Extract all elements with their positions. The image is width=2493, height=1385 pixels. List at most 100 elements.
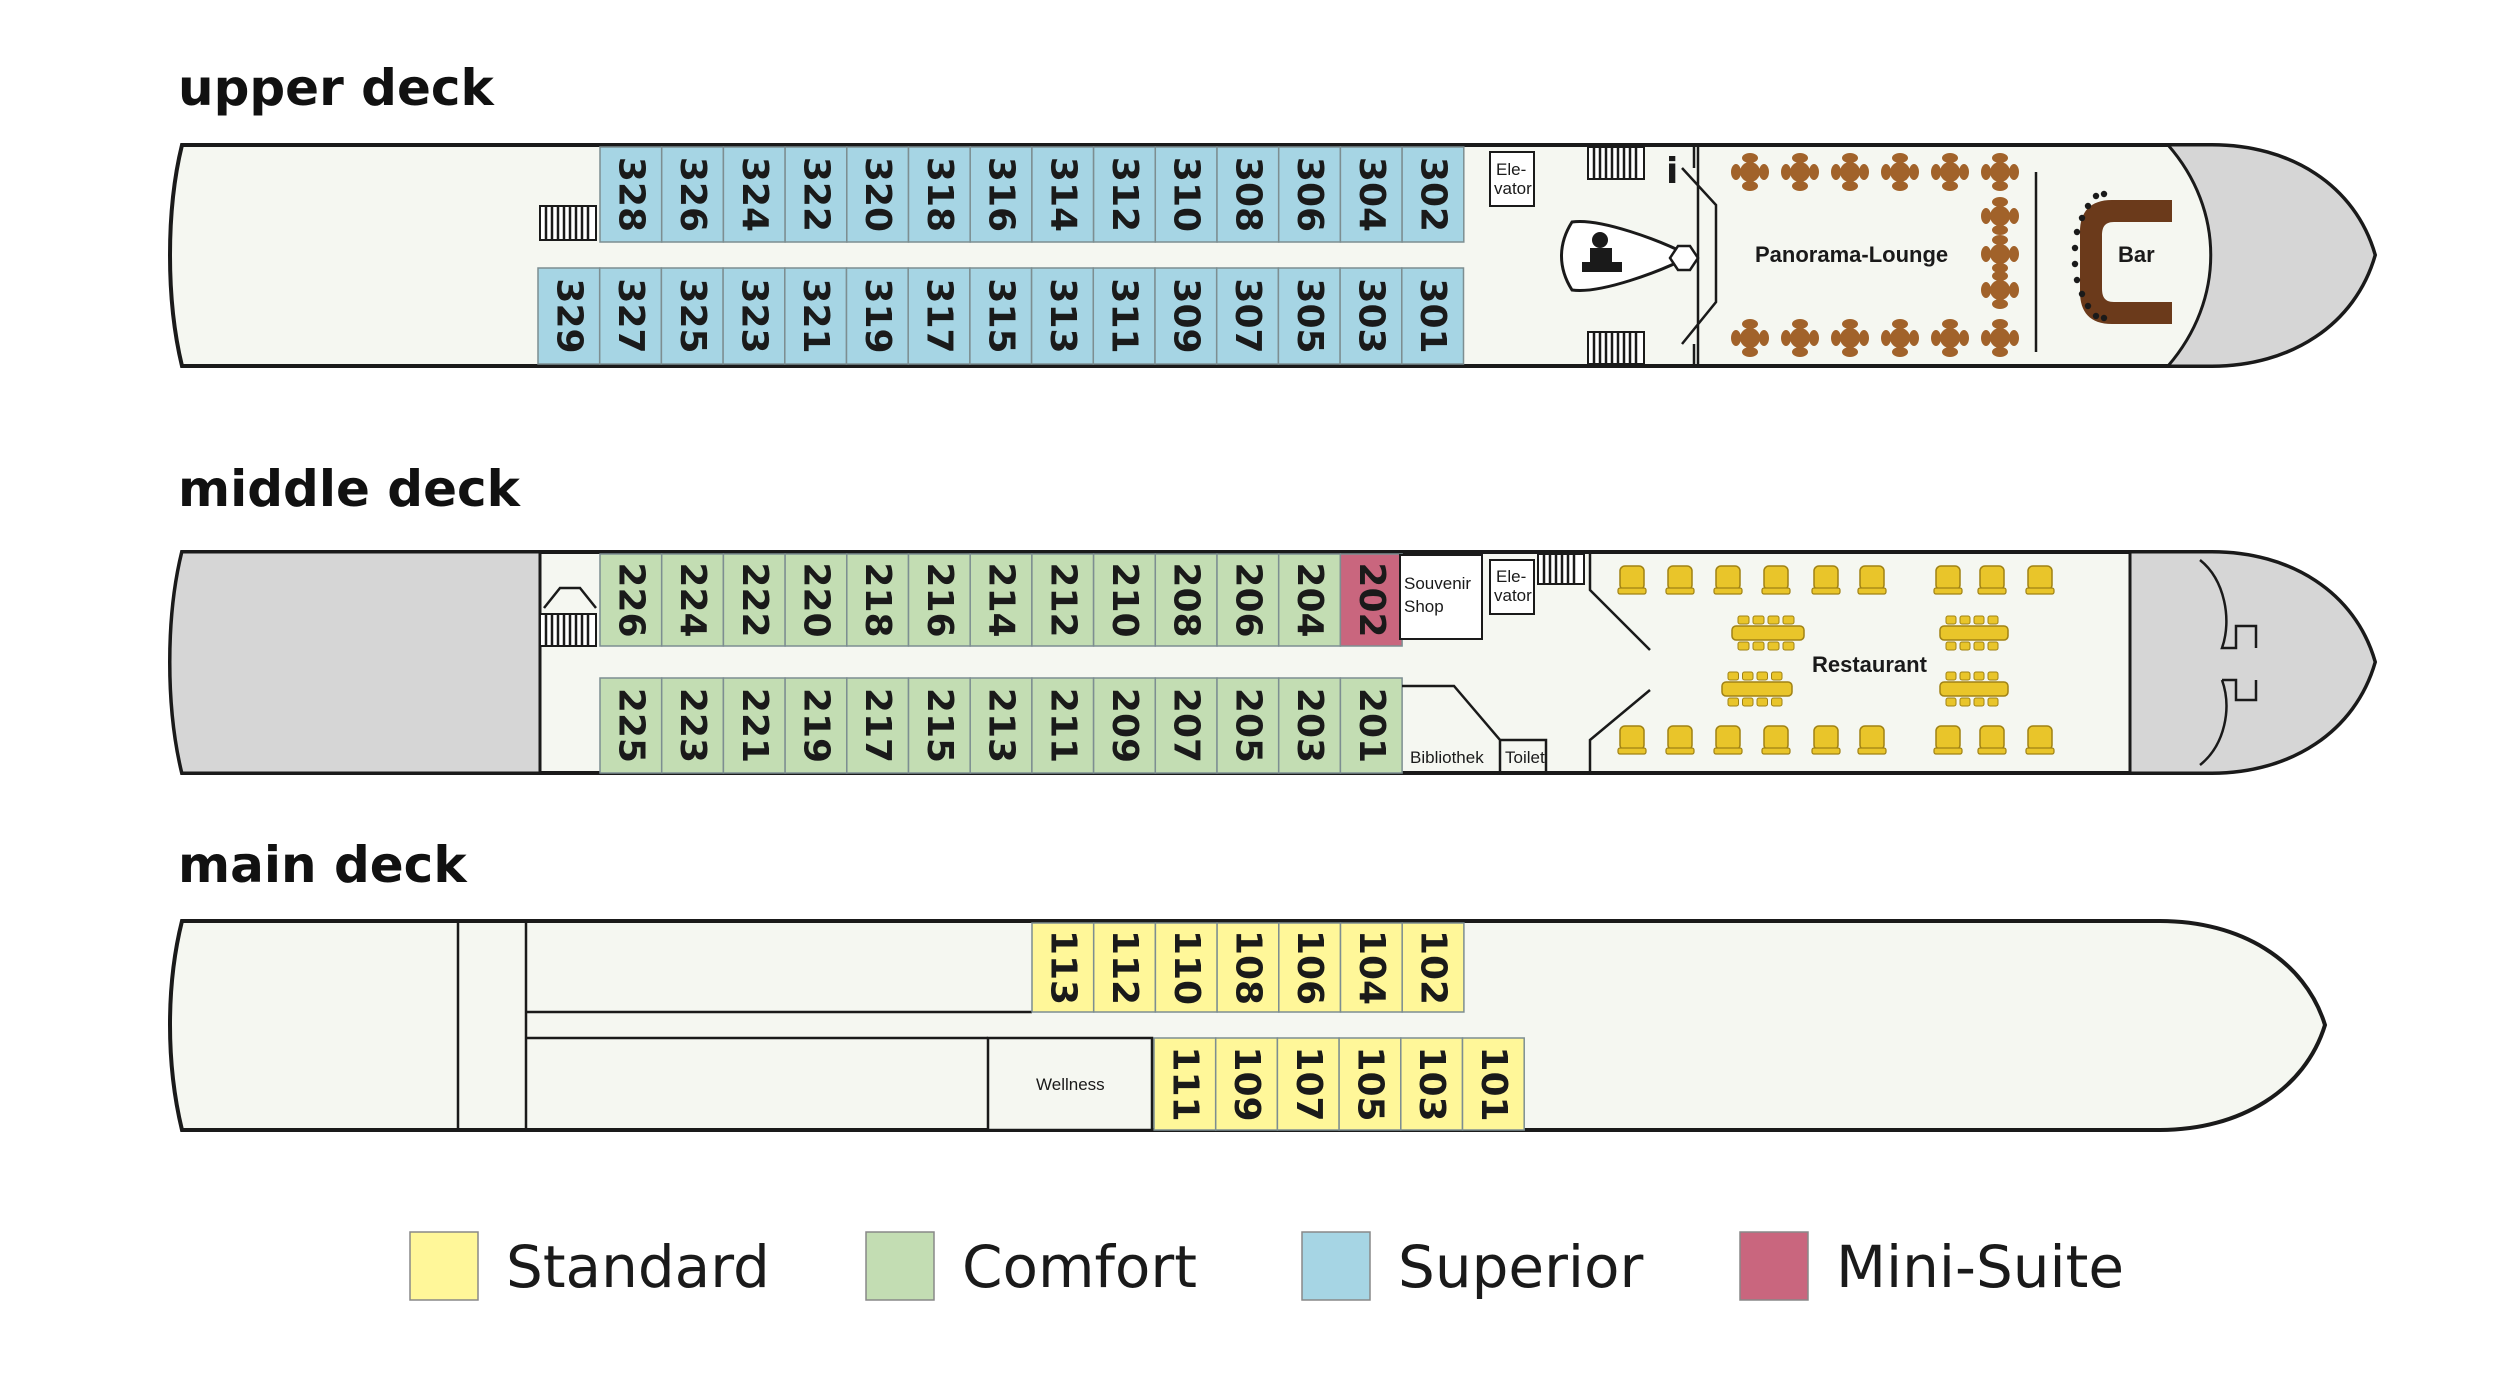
bar-counter	[2080, 200, 2172, 324]
cabin-213[interactable]: 213	[969, 677, 1033, 774]
cabin-311[interactable]: 311	[1092, 267, 1156, 365]
cabin-226[interactable]: 226	[599, 553, 663, 647]
cabin-320[interactable]: 320	[846, 146, 910, 243]
main-deck-title: main deck	[178, 836, 468, 894]
middle-deck-bow	[2128, 550, 2377, 775]
cabin-108[interactable]: 108	[1216, 922, 1280, 1013]
cabin-310[interactable]: 310	[1154, 146, 1218, 243]
cabin-number: 103	[1411, 1046, 1452, 1121]
cabin-203[interactable]: 203	[1277, 677, 1342, 774]
cabin-322[interactable]: 322	[784, 146, 848, 243]
cabin-105[interactable]: 105	[1338, 1037, 1402, 1131]
cabin-215[interactable]: 215	[907, 677, 971, 774]
cabin-329[interactable]: 329	[537, 267, 601, 365]
cabin-313[interactable]: 313	[1030, 267, 1095, 365]
cabin-201[interactable]: 201	[1339, 677, 1403, 774]
cabin-306[interactable]: 306	[1277, 146, 1342, 243]
cabin-301[interactable]: 301	[1401, 267, 1465, 365]
cabin-113[interactable]: 113	[1031, 922, 1095, 1013]
cabin-111[interactable]: 111	[1153, 1037, 1217, 1131]
cabin-number: 102	[1413, 930, 1454, 1005]
cabin-305[interactable]: 305	[1277, 267, 1341, 365]
cabin-312[interactable]: 312	[1092, 146, 1157, 243]
cabin-number: 206	[1227, 562, 1268, 637]
cabin-217[interactable]: 217	[846, 677, 910, 774]
legend-swatch	[409, 1231, 479, 1301]
cabin-number: 315	[980, 278, 1021, 353]
cabin-101[interactable]: 101	[1461, 1037, 1525, 1131]
cabin-304[interactable]: 304	[1339, 146, 1403, 243]
cabin-314[interactable]: 314	[1031, 146, 1095, 243]
cabin-number: 328	[610, 157, 651, 232]
cabin-219[interactable]: 219	[784, 677, 848, 774]
cabin-318[interactable]: 318	[907, 146, 971, 243]
restaurant-table	[1721, 671, 1793, 707]
cabin-206[interactable]: 206	[1216, 553, 1280, 647]
cabin-218[interactable]: 218	[846, 553, 910, 647]
cabin-303[interactable]: 303	[1339, 267, 1403, 365]
cabin-326[interactable]: 326	[660, 146, 725, 243]
cabin-104[interactable]: 104	[1339, 922, 1403, 1013]
cabin-307[interactable]: 307	[1215, 267, 1280, 365]
cabin-328[interactable]: 328	[599, 146, 663, 243]
restaurant-chair	[1665, 725, 1695, 755]
cabin-324[interactable]: 324	[722, 146, 786, 243]
cabin-109[interactable]: 109	[1214, 1037, 1279, 1131]
cabin-107[interactable]: 107	[1276, 1037, 1340, 1131]
cabin-315[interactable]: 315	[969, 267, 1033, 365]
cabin-number: 219	[795, 688, 836, 763]
cabin-309[interactable]: 309	[1154, 267, 1218, 365]
legend-item-mini-suite: Mini-Suite	[1739, 1231, 2124, 1301]
cabin-317[interactable]: 317	[907, 267, 971, 365]
cabin-221[interactable]: 221	[722, 677, 786, 774]
legend-item-comfort: Comfort	[865, 1231, 1197, 1301]
lounge-table	[1881, 319, 1919, 357]
upper-deck-bow	[2164, 143, 2377, 368]
cabin-number: 216	[919, 562, 960, 637]
cabin-number: 326	[672, 157, 713, 232]
cabin-209[interactable]: 209	[1092, 677, 1157, 774]
cabin-225[interactable]: 225	[599, 677, 663, 774]
restaurant-chair	[1811, 565, 1841, 595]
legend-label: Superior	[1398, 1233, 1644, 1301]
cabin-327[interactable]: 327	[598, 267, 663, 365]
cabin-214[interactable]: 214	[969, 553, 1033, 647]
cabin-224[interactable]: 224	[660, 553, 725, 647]
lounge-table	[1831, 153, 1869, 191]
lounge-table	[1931, 153, 1969, 191]
cabin-207[interactable]: 207	[1154, 677, 1218, 774]
cabin-212[interactable]: 212	[1031, 553, 1095, 647]
cabin-110[interactable]: 110	[1154, 922, 1218, 1013]
cabin-number: 329	[548, 278, 589, 353]
cabin-205[interactable]: 205	[1216, 677, 1280, 774]
upper-elevator	[1489, 151, 1535, 207]
cabin-112[interactable]: 112	[1092, 922, 1157, 1013]
cabin-number: 309	[1165, 278, 1206, 353]
cabin-211[interactable]: 211	[1031, 677, 1095, 774]
cabin-321[interactable]: 321	[784, 267, 848, 365]
cabin-208[interactable]: 208	[1154, 553, 1218, 647]
cabin-302[interactable]: 302	[1401, 146, 1465, 243]
cabin-220[interactable]: 220	[784, 553, 848, 647]
cabin-325[interactable]: 325	[660, 267, 724, 365]
cabin-222[interactable]: 222	[722, 553, 786, 647]
cabin-223[interactable]: 223	[660, 677, 725, 774]
cabin-216[interactable]: 216	[907, 553, 971, 647]
legend-swatch	[1301, 1231, 1371, 1301]
cabin-number: 202	[1351, 562, 1392, 637]
cabin-204[interactable]: 204	[1277, 553, 1342, 647]
cabin-103[interactable]: 103	[1400, 1037, 1464, 1131]
restaurant-chair	[1761, 725, 1791, 755]
cabin-316[interactable]: 316	[969, 146, 1033, 243]
cabin-number: 324	[734, 157, 775, 232]
cabin-202[interactable]: 202	[1339, 553, 1403, 647]
cabin-102[interactable]: 102	[1401, 922, 1465, 1013]
cabin-308[interactable]: 308	[1216, 146, 1280, 243]
cabin-210[interactable]: 210	[1092, 553, 1157, 647]
cabin-319[interactable]: 319	[845, 267, 909, 365]
cabin-323[interactable]: 323	[722, 267, 786, 365]
cabin-number: 212	[1042, 562, 1083, 637]
cabin-number: 310	[1166, 157, 1207, 232]
captain-icon	[1592, 232, 1608, 248]
cabin-106[interactable]: 106	[1278, 922, 1342, 1013]
